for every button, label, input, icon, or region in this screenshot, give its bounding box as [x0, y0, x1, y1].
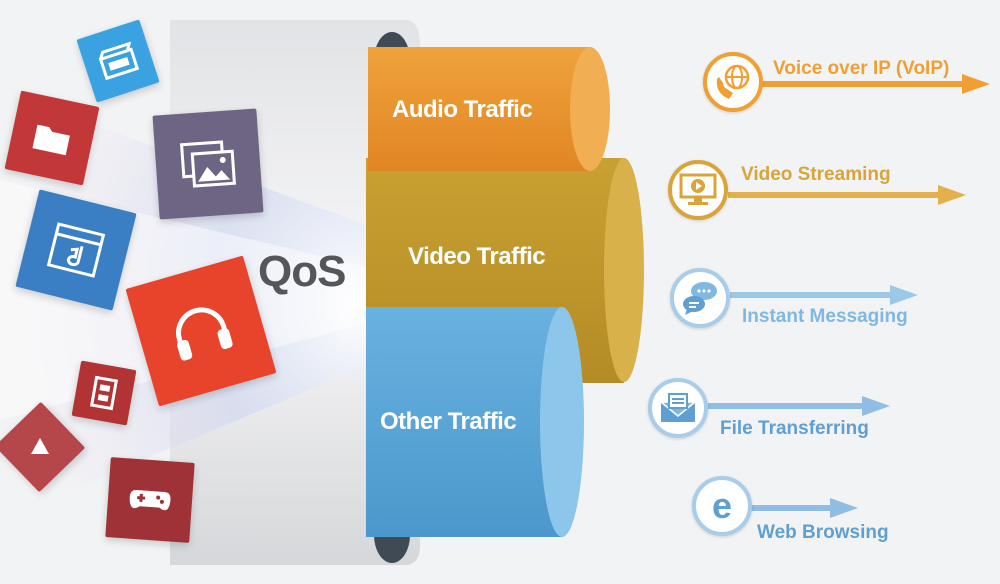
chat-bubbles-icon — [683, 282, 717, 315]
instant-messaging-arrow — [730, 285, 918, 305]
web-browsing-service-label: Web Browsing — [757, 522, 889, 543]
web-browsing-arrow — [750, 498, 858, 518]
voip-service-label: Voice over IP (VoIP) — [773, 58, 950, 79]
qos-label: QoS — [258, 247, 346, 296]
video-traffic-label: Video Traffic — [408, 243, 546, 270]
instant-messaging-service-label: Instant Messaging — [742, 306, 908, 327]
video-streaming-arrow — [728, 185, 966, 205]
phone-globe-icon — [716, 64, 750, 99]
folder-icon — [32, 124, 70, 156]
headphones-icon — [176, 307, 233, 361]
file-transfer-service-label: File Transferring — [720, 418, 869, 439]
music-file-tile — [15, 189, 137, 311]
audio-traffic-cylinder — [368, 47, 610, 171]
other-traffic-cylinder — [366, 307, 584, 537]
svg-text:e: e — [712, 488, 732, 524]
instant-messaging-service-icon — [670, 268, 730, 328]
play-tile — [0, 401, 86, 493]
other-traffic-label: Other Traffic — [380, 408, 517, 435]
film-strip-icon — [89, 375, 119, 411]
gamepad-icon — [129, 490, 171, 511]
film-clapper-tile — [76, 19, 160, 103]
web-browsing-service-icon: e — [692, 476, 752, 536]
video-streaming-service-label: Video Streaming — [741, 164, 891, 185]
audio-traffic-label: Audio Traffic — [392, 96, 533, 123]
play-icon — [31, 438, 49, 454]
browser-e-icon: e — [712, 488, 732, 524]
film-clapper-icon — [98, 41, 140, 81]
music-file-icon — [46, 222, 106, 278]
film-strip-tile — [71, 360, 137, 426]
image-gallery-tile — [152, 108, 264, 220]
envelope-icon — [659, 393, 697, 422]
voip-arrow — [762, 74, 990, 94]
gamepad-tile — [105, 457, 195, 543]
monitor-play-icon — [679, 173, 717, 205]
headphones-tile — [125, 255, 277, 407]
voip-service-icon — [703, 52, 763, 112]
file-transfer-arrow — [708, 396, 890, 416]
image-gallery-icon — [179, 140, 237, 188]
file-transfer-service-icon — [648, 378, 708, 438]
video-streaming-service-icon — [668, 160, 728, 220]
folder-tile — [4, 90, 100, 186]
